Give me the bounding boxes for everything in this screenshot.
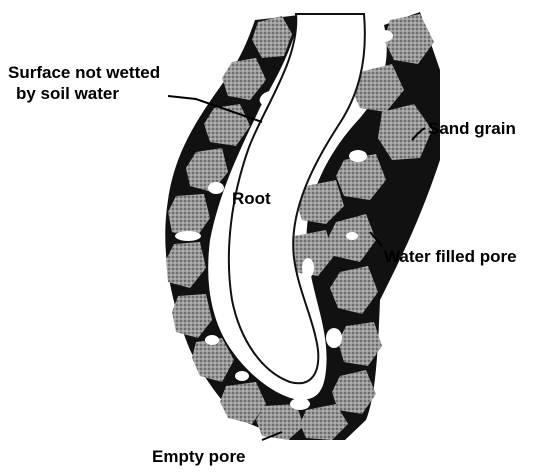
root-label: Root [232,189,271,208]
sand-grain-label: Sand grain [428,119,516,138]
surface-not-wetted-label-line2: by soil water [16,84,119,103]
empty-pore-label: Empty pore [152,447,246,466]
surface-not-wetted-label-line1: Surface not wetted [8,63,160,82]
water-filled-pore-label: Water filled pore [384,247,517,266]
